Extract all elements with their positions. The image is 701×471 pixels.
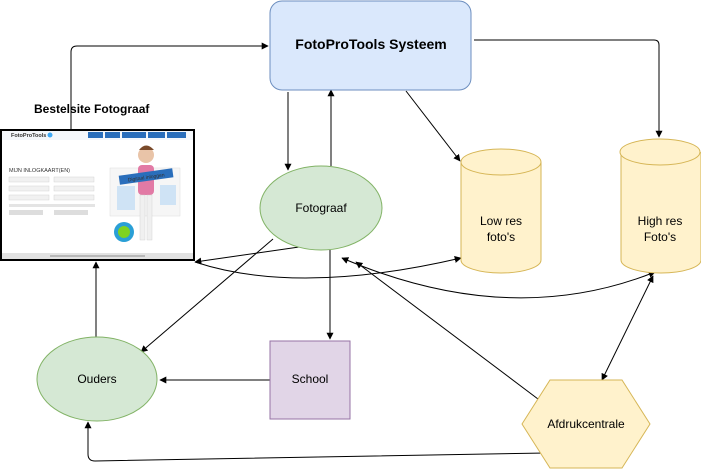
school-label: School [292,372,329,386]
screenshot-promo: Digitaal inloggen [109,145,181,242]
edge-system-to-lowres [405,90,461,162]
screenshot-footer-text [50,255,145,257]
afdrukcentrale-label: Afdrukcentrale [547,417,625,431]
promo-banner [118,168,174,185]
bestelsite-caption: Bestelsite Fotograaf [34,102,150,116]
highres-label-1: High res [638,214,683,228]
bestelsite-screenshot: FotoProTools MIJN INLOGKAART(EN) [0,129,195,261]
fotograaf-ellipse [259,165,383,251]
screenshot-logo: FotoProTools [11,133,46,139]
nav-item [167,132,186,138]
form-field [53,185,95,192]
edge-afdrukcentrale-to-fotograaf [355,261,539,400]
form-field [8,194,50,201]
ouders-ellipse [36,336,158,422]
nav-item [88,132,103,138]
promo-banner-text: Digitaal inloggen [128,172,166,183]
afdrukcentrale-node: Afdrukcentrale [521,379,651,469]
highres-label-2: Foto's [644,230,676,244]
edge-highres-afdrukcentrale [601,275,654,381]
highres-cylinder-body [620,152,701,274]
highres-cylinder-top [619,138,701,166]
system-node: FotoProTools Systeem [269,0,472,91]
afdrukcentrale-hexagon [521,379,651,469]
form-field [8,185,50,192]
form-button [9,210,43,215]
fotograaf-label: Fotograaf [295,201,347,215]
form-field [53,194,95,201]
system-box [269,0,472,91]
logo-camera-icon [47,132,53,138]
lowres-label-1: Low res [480,214,522,228]
school-node: School [269,340,351,420]
edge-fotograaf-to-bestelsite [194,245,307,265]
edge-system-to-highres [474,39,663,138]
promo-photo-thumb [117,186,135,210]
fotograaf-node: Fotograaf [259,165,383,251]
edges [70,39,663,462]
edge-bestelsite-to-system [70,42,269,130]
lowres-label-2: foto's [487,230,515,244]
nav-item [105,132,120,138]
nav-item [148,132,165,138]
lowres-cylinder-body [460,162,542,274]
form-field [53,176,95,183]
child-photo-hair [139,145,154,150]
screenshot-nav [88,132,186,138]
nav-item [122,132,146,138]
promo-photo-thumb [160,185,176,205]
promo-badge-inner [118,226,130,238]
form-hint [9,204,95,207]
screenshot-form [8,176,95,215]
form-field [8,176,50,183]
school-box [269,340,351,420]
system-label: FotoProTools Systeem [295,36,446,52]
edge-bestelsite-lowres [194,256,462,279]
form-button [54,210,88,215]
lowres-cylinder-top [460,148,542,176]
ouders-node: Ouders [36,336,158,422]
child-photo-leg [146,194,153,241]
ouders-label: Ouders [77,372,116,386]
child-photo-leg [139,194,146,241]
edge-afdrukcentrale-to-ouders [84,421,547,462]
edge-fotograaf-to-ouders [140,238,274,353]
screenshot-heading: MIJN INLOGKAART(EN) [9,168,70,174]
highres-store: High res Foto's [619,138,701,274]
child-photo-head [138,147,154,163]
lowres-store: Low res foto's [460,148,542,274]
